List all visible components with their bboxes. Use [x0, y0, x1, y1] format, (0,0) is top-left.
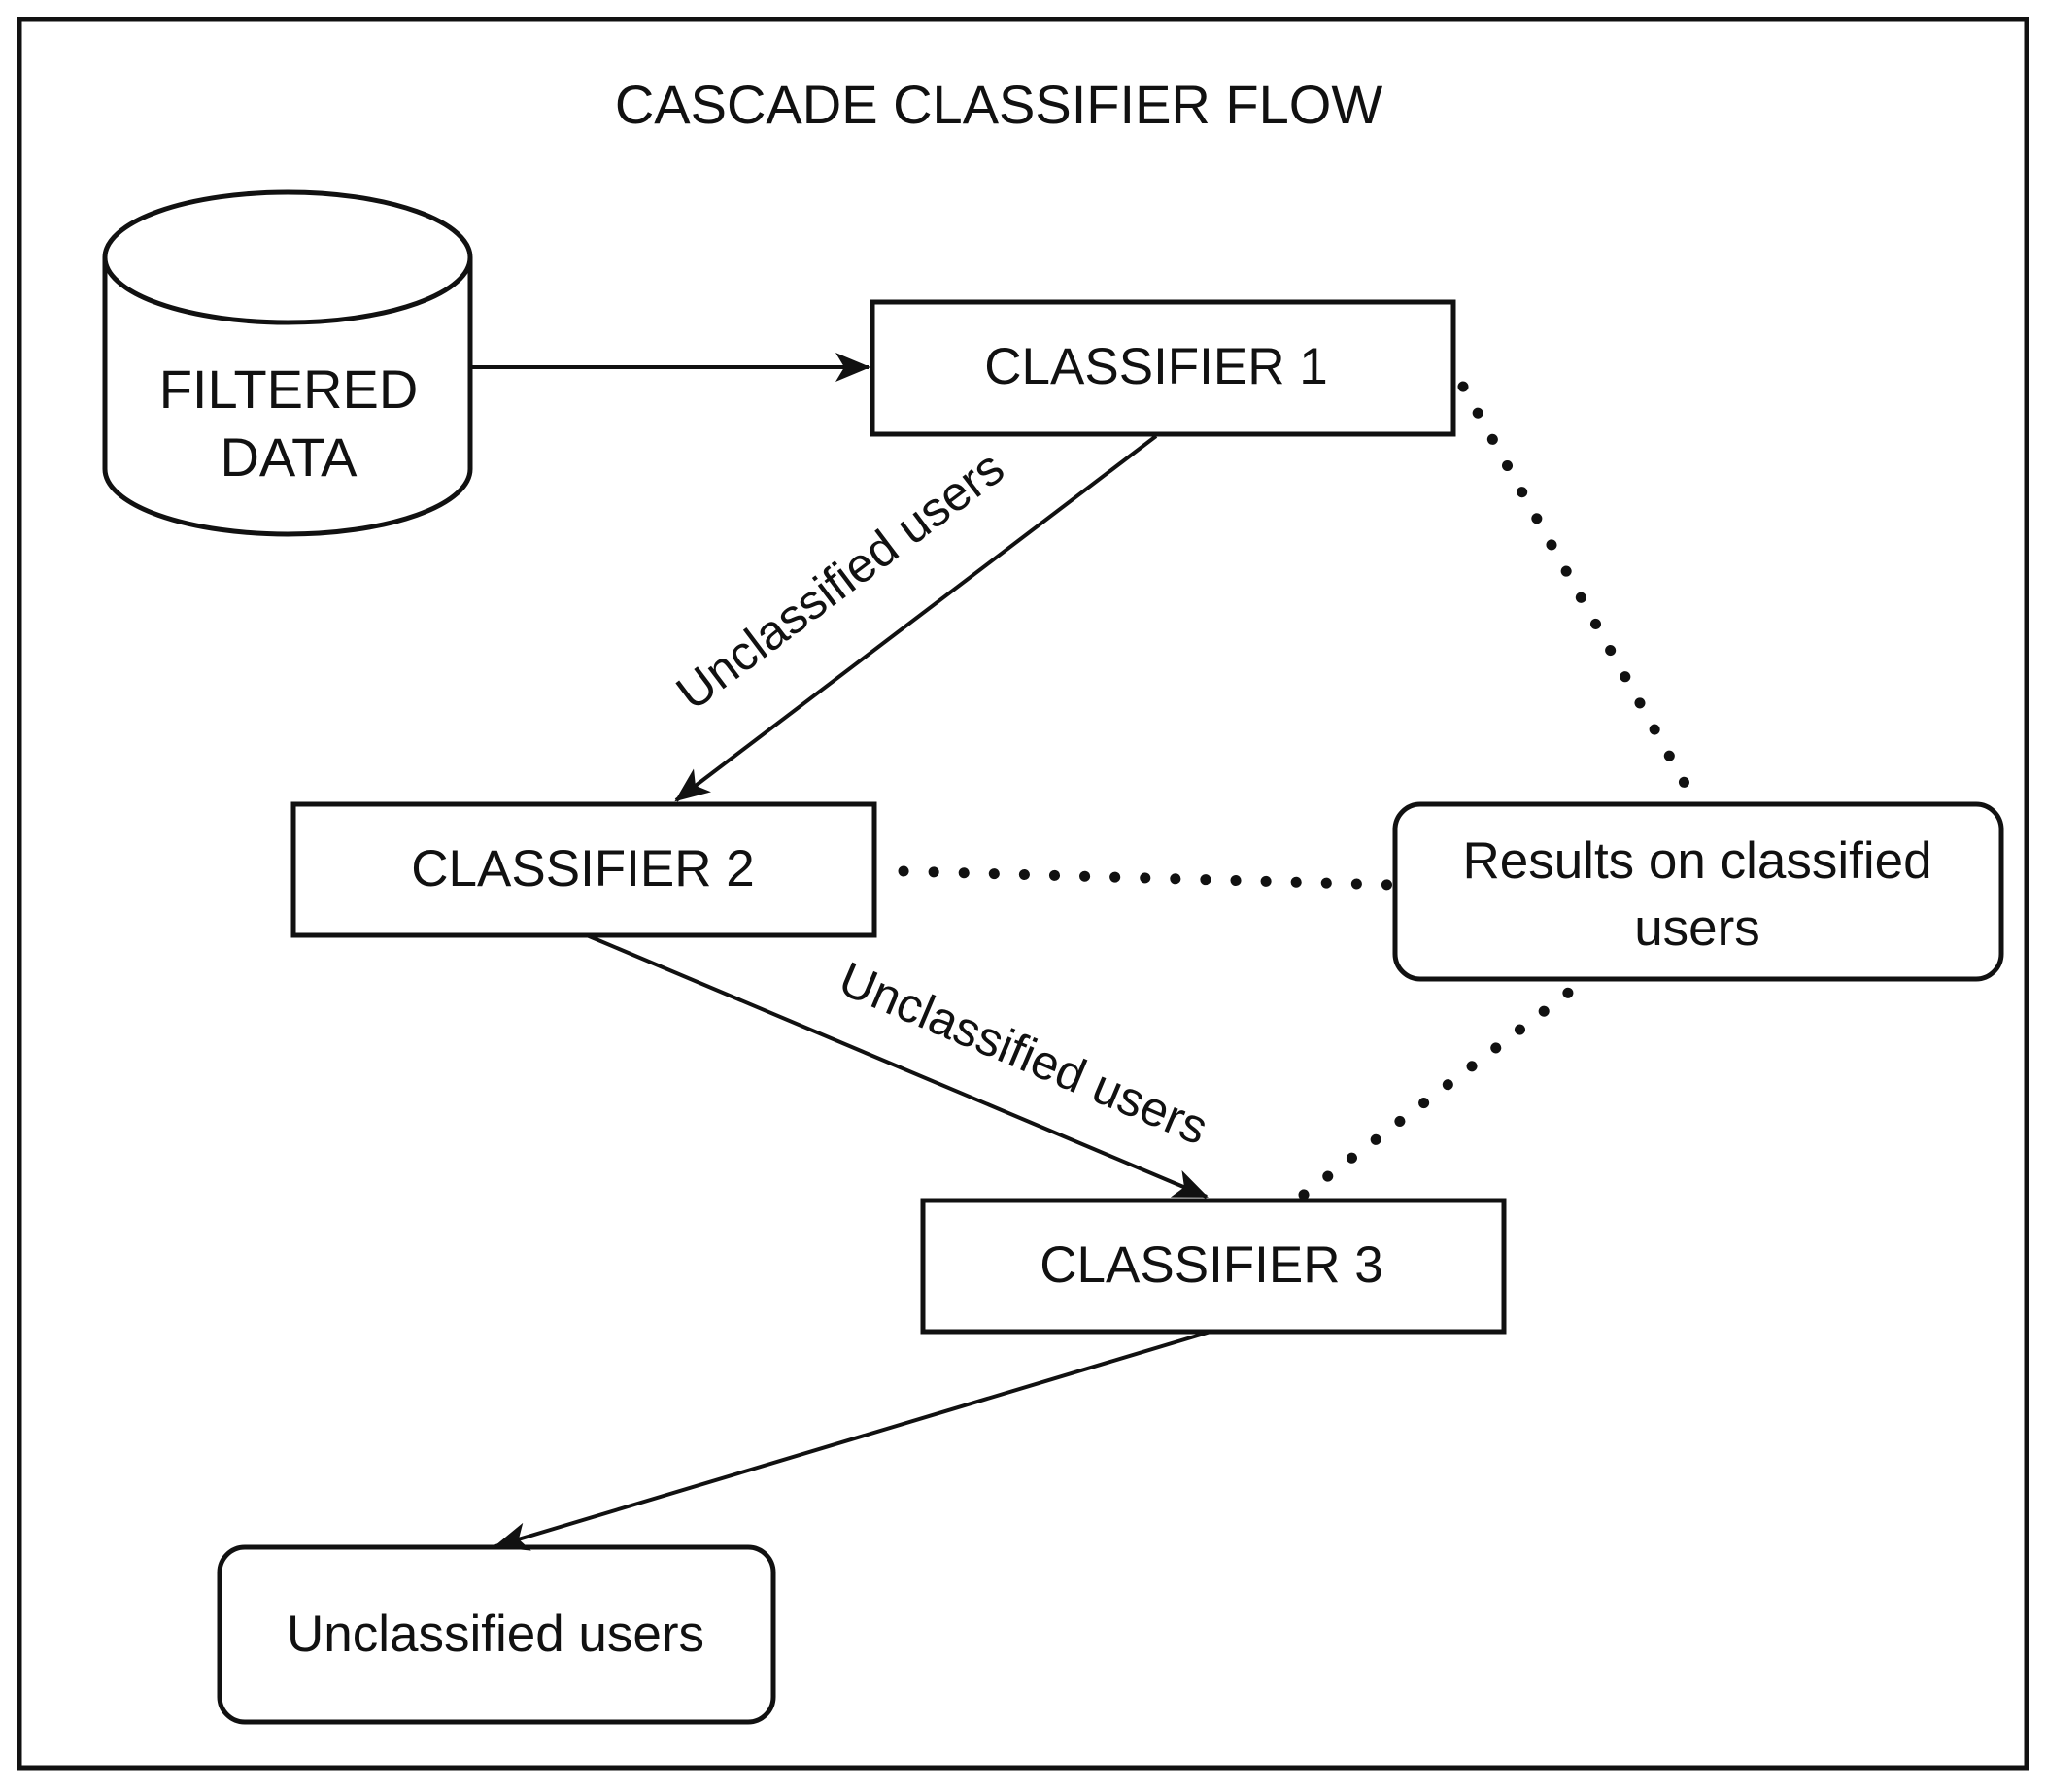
results-label-line1: Results on classified [1462, 832, 1931, 890]
classifier-2-box [290, 801, 877, 938]
dotted-link-classifier-1-to-results [1457, 381, 1701, 808]
edge-classifier-3-to-unclassified [494, 1330, 1211, 1551]
results-label-line2: users [1634, 899, 1760, 957]
unclassified-users-node: Unclassified users [217, 1544, 776, 1725]
unclassified-users-label: Unclassified users [287, 1606, 704, 1663]
classifier-3-label: CLASSIFIER 3 [1040, 1236, 1382, 1294]
database-cylinder-body [102, 257, 473, 537]
results-box [1392, 801, 2004, 982]
edge-classifier-1-to-classifier-2 [674, 434, 1158, 802]
classifier-2-label: CLASSIFIER 2 [411, 840, 754, 897]
diagram-frame [17, 17, 2029, 1771]
diagram-title: CASCADE CLASSIFIER FLOW [615, 74, 1383, 135]
filtered-data-database: FILTERED DATA [102, 189, 473, 537]
edge-classifier-2-to-classifier-3 [586, 933, 1209, 1199]
classifier-1-box [870, 299, 1456, 437]
edge-label-classifier-2-to-3: Unclassified users [832, 951, 1215, 1155]
classifier-1-label: CLASSIFIER 1 [984, 338, 1327, 395]
filtered-data-label-line2: DATA [220, 426, 358, 488]
filtered-data-label-line1: FILTERED [159, 358, 419, 420]
classifier-3-box [920, 1198, 1507, 1335]
database-cylinder-top [102, 189, 473, 325]
results-node: Results on classified users [1392, 801, 2004, 982]
dotted-link-classifier-3-to-results [1298, 975, 1589, 1200]
classifier-2-node: CLASSIFIER 2 [290, 801, 877, 938]
dotted-link-classifier-2-to-results [898, 865, 1397, 891]
classifier-1-node: CLASSIFIER 1 [870, 299, 1456, 437]
edge-label-classifier-1-to-2: Unclassified users [666, 440, 1014, 721]
classifier-3-node: CLASSIFIER 3 [920, 1198, 1507, 1335]
